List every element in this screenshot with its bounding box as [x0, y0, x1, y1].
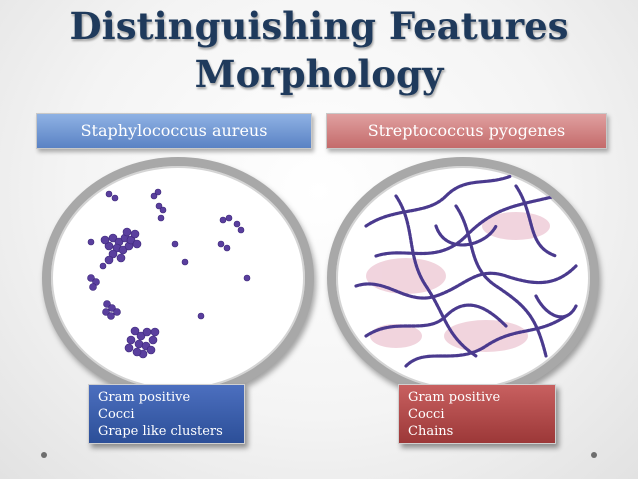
strep-micrograph — [327, 157, 599, 399]
strep-feature-3: Chains — [408, 424, 454, 439]
staph-features-box: Gram positive Cocci Grape like clusters — [88, 384, 245, 444]
corner-dot-right — [591, 452, 597, 458]
staph-micrograph — [42, 157, 314, 399]
staph-feature-1: Gram positive — [98, 390, 191, 405]
staph-feature-2: Cocci — [98, 407, 135, 422]
slide-title: Distinguishing Features Morphology — [0, 2, 638, 98]
title-line-2: Morphology — [194, 52, 444, 96]
strep-features-box: Gram positive Cocci Chains — [398, 384, 556, 444]
strep-feature-1: Gram positive — [408, 390, 501, 405]
staph-feature-3: Grape like clusters — [98, 424, 223, 439]
title-line-1: Distinguishing Features — [69, 4, 569, 48]
corner-dot-left — [41, 452, 47, 458]
strep-header: Streptococcus pyogenes — [326, 113, 607, 149]
strep-feature-2: Cocci — [408, 407, 445, 422]
staph-header: Staphylococcus aureus — [36, 113, 312, 149]
